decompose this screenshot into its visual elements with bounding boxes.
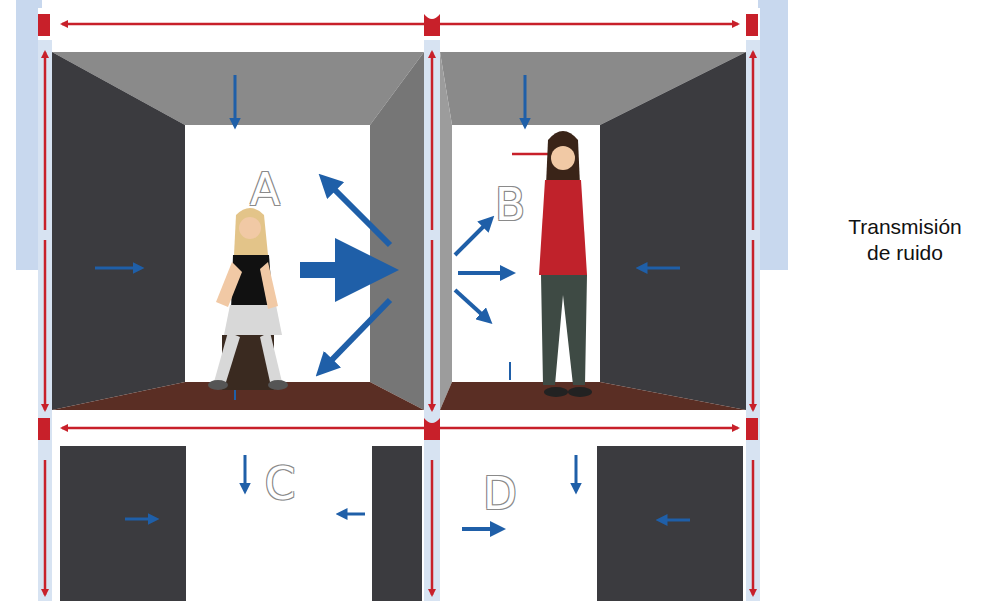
caption-note: Transmisión de ruido <box>835 214 975 267</box>
room-letter: A <box>250 168 280 212</box>
room-letter: C <box>265 462 296 506</box>
room-letter: B <box>495 183 525 227</box>
room-letter: D <box>483 472 517 516</box>
